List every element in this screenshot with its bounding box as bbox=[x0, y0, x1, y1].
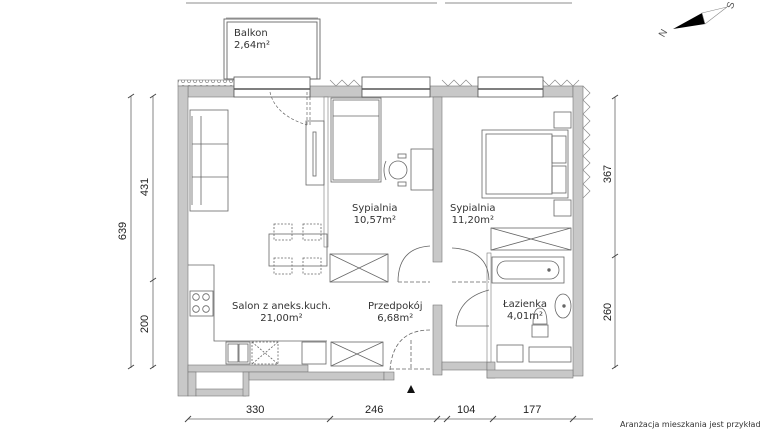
dim-left-200: 200 bbox=[139, 314, 152, 334]
dim-bottom-104: 104 bbox=[457, 404, 476, 416]
dining-table bbox=[268, 223, 328, 275]
single-bed bbox=[330, 97, 382, 183]
room-name: Sypialnia bbox=[450, 203, 496, 214]
room-area: 4,01m² bbox=[507, 311, 544, 322]
dim-bottom-246: 246 bbox=[365, 404, 384, 416]
entrance-arrow-icon bbox=[407, 385, 415, 393]
bathtub bbox=[491, 256, 565, 284]
room-label-salon: Salon z aneks.kuch. 21,00m² bbox=[232, 301, 331, 325]
dim-right-367: 367 bbox=[602, 164, 615, 184]
room-label-balkon: Balkon 2,64m² bbox=[234, 28, 270, 52]
room-name: Balkon bbox=[234, 28, 268, 39]
walls bbox=[177, 79, 584, 397]
desk bbox=[383, 148, 434, 191]
top-dimension-line bbox=[186, 2, 572, 19]
wardrobe-bedroom2 bbox=[490, 227, 572, 251]
wardrobe-bedroom1 bbox=[329, 253, 389, 283]
dim-bottom-330: 330 bbox=[246, 404, 265, 416]
kitchen-counter bbox=[188, 264, 327, 365]
dim-left-639: 639 bbox=[117, 221, 130, 241]
windows bbox=[233, 76, 544, 98]
dim-left-431: 431 bbox=[139, 177, 152, 197]
disclaimer-note: Aranżacja mieszkania jest przykładowa bbox=[620, 420, 760, 429]
toilet bbox=[531, 307, 549, 338]
bedroom1-door bbox=[397, 245, 431, 283]
dim-bottom-177: 177 bbox=[523, 404, 542, 416]
room-name: Sypialnia bbox=[352, 203, 398, 214]
room-name: Przedpokój bbox=[368, 301, 423, 312]
double-bed bbox=[481, 111, 572, 217]
entrance-door bbox=[389, 329, 432, 371]
room-label-lazienka: Łazienka 4,01m² bbox=[503, 299, 547, 323]
room-area: 2,64m² bbox=[234, 40, 271, 51]
bathroom-door bbox=[455, 289, 490, 327]
room-area: 10,57m² bbox=[353, 215, 396, 226]
wardrobe-hall bbox=[330, 341, 384, 367]
dimension-lines bbox=[130, 96, 616, 420]
washbasin bbox=[554, 293, 572, 319]
bathroom-cabinets bbox=[496, 344, 572, 363]
room-label-sypialnia-1: Sypialnia 10,57m² bbox=[352, 203, 398, 227]
compass-icon bbox=[673, 6, 728, 29]
tv-cabinet bbox=[305, 120, 325, 186]
room-name: Salon z aneks.kuch. bbox=[232, 301, 331, 312]
room-label-przedpokoj: Przedpokój 6,68m² bbox=[368, 301, 423, 325]
room-name: Łazienka bbox=[503, 299, 548, 310]
insulation-zigzag bbox=[582, 85, 591, 199]
balcony-door bbox=[269, 91, 311, 126]
sofa bbox=[189, 109, 229, 212]
room-area: 11,20m² bbox=[451, 215, 494, 226]
room-area: 21,00m² bbox=[260, 313, 303, 324]
room-label-sypialnia-2: Sypialnia 11,20m² bbox=[450, 203, 496, 227]
dim-right-260: 260 bbox=[602, 302, 615, 322]
bedroom2-door bbox=[451, 247, 490, 283]
room-area: 6,68m² bbox=[377, 313, 414, 324]
dimension-ticks bbox=[127, 93, 619, 423]
